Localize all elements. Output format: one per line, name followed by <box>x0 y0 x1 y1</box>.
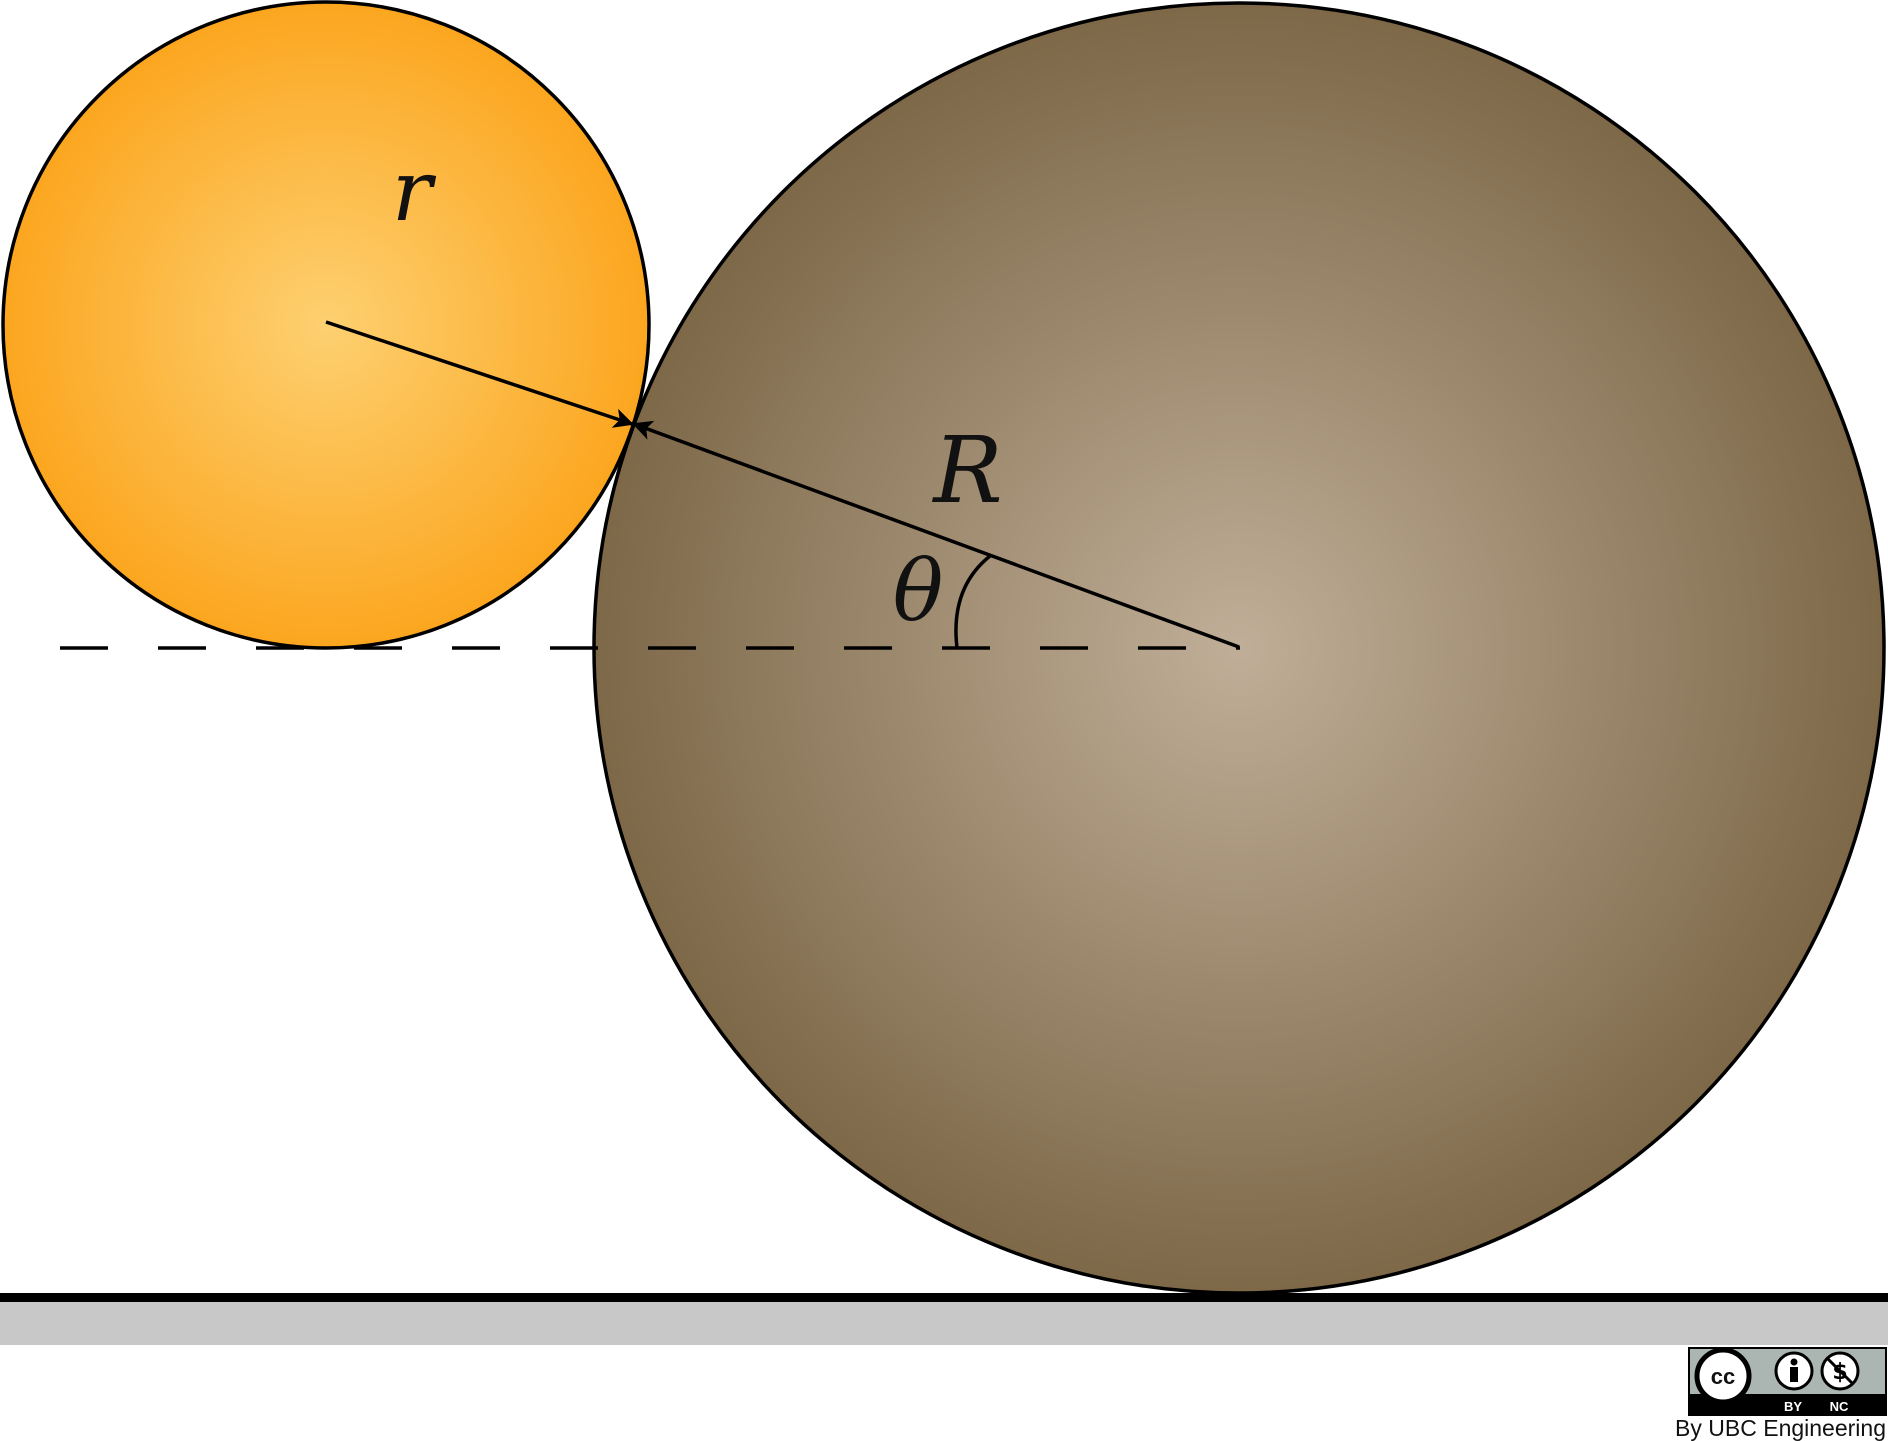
cc-license-badge: cc $ BY NC <box>1688 1347 1887 1416</box>
angle-arc <box>954 554 992 649</box>
noncommercial-strike <box>1825 1356 1855 1386</box>
large-radius-label: R <box>931 417 1002 524</box>
angle-label: θ <box>893 542 944 640</box>
large-radius-arrow <box>632 420 1240 649</box>
attribution-icon-body <box>1790 1367 1798 1382</box>
ground-fill <box>0 1299 1888 1345</box>
ground-line <box>0 1293 1888 1302</box>
by-label: BY <box>1784 1399 1802 1414</box>
small-radius-label: r <box>392 142 437 240</box>
cc-icon-text: cc <box>1711 1364 1735 1389</box>
nc-label: NC <box>1830 1399 1849 1414</box>
credit-text: By UBC Engineering <box>1675 1415 1886 1441</box>
small-radius-arrow <box>325 320 634 428</box>
small-circle <box>1 0 651 650</box>
cc-icon <box>1694 1347 1752 1405</box>
attribution-icon-head <box>1790 1358 1798 1366</box>
